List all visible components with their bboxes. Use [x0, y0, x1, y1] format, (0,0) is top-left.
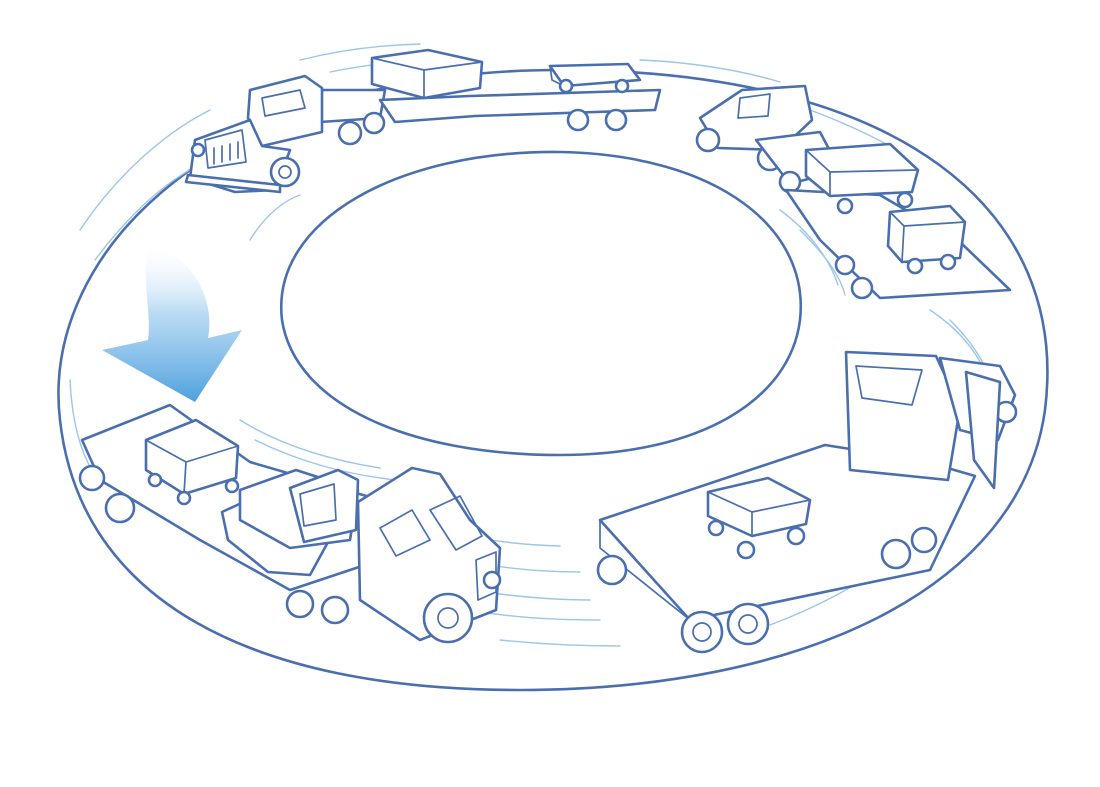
flatbed-right [784, 142, 1012, 300]
truck-top-right [695, 84, 842, 194]
truck-top-left [184, 74, 387, 194]
down-arrow-icon [102, 240, 242, 402]
flatbed-left [78, 403, 382, 625]
flatbed-top [370, 48, 662, 132]
truck-left [356, 466, 502, 644]
truck-right [596, 350, 1018, 654]
